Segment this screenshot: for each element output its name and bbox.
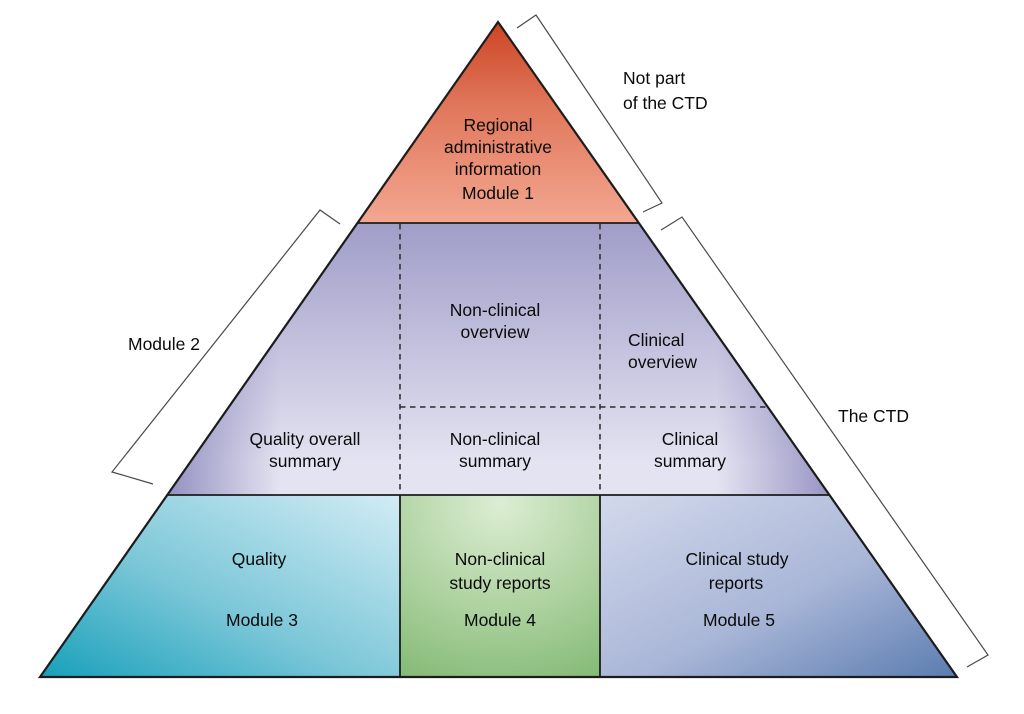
- quality-overall-summary-line2: summary: [269, 451, 341, 471]
- the-ctd-label: The CTD: [838, 406, 909, 426]
- module1-label-line2: administrative: [444, 137, 552, 157]
- non-clinical-overview-line2: overview: [460, 322, 529, 342]
- module2-bracket: [110, 209, 341, 485]
- module5-section: [600, 495, 957, 677]
- module4-label-line2: study reports: [449, 573, 550, 593]
- module3-section: [40, 495, 400, 677]
- triangle-outline: [37, 20, 960, 679]
- module1-label-line1: Regional: [463, 115, 532, 135]
- not-part-bracket: [516, 14, 663, 213]
- module4-section: [400, 495, 600, 677]
- not-part-label-line2: of the CTD: [623, 93, 708, 113]
- clinical-overview-line2: overview: [628, 352, 697, 372]
- ctd-bracket: [660, 216, 989, 668]
- clinical-summary-line2: summary: [654, 451, 726, 471]
- clinical-overview-line1: Clinical: [628, 330, 684, 350]
- module1-section: [357, 22, 639, 223]
- quality-overall-summary-line1: Quality overall: [250, 429, 361, 449]
- non-clinical-summary-line2: summary: [459, 451, 531, 471]
- module1-module-label: Module 1: [462, 183, 534, 203]
- non-clinical-summary-line1: Non-clinical: [450, 429, 540, 449]
- module2-side-label: Module 2: [128, 334, 200, 354]
- module5-label-line2: reports: [709, 573, 764, 593]
- module5-label-line1: Clinical study: [685, 549, 788, 569]
- non-clinical-overview-line1: Non-clinical: [450, 300, 540, 320]
- module4-label-line1: Non-clinical: [455, 549, 545, 569]
- module5-module-label: Module 5: [703, 610, 775, 630]
- module1-label-line3: information: [455, 159, 542, 179]
- module4-module-label: Module 4: [464, 610, 536, 630]
- module2-edge-shading: [167, 223, 830, 495]
- module3-label-line1: Quality: [232, 549, 287, 569]
- module3-module-label: Module 3: [226, 610, 298, 630]
- not-part-label-line1: Not part: [623, 68, 685, 88]
- clinical-summary-line1: Clinical: [662, 429, 718, 449]
